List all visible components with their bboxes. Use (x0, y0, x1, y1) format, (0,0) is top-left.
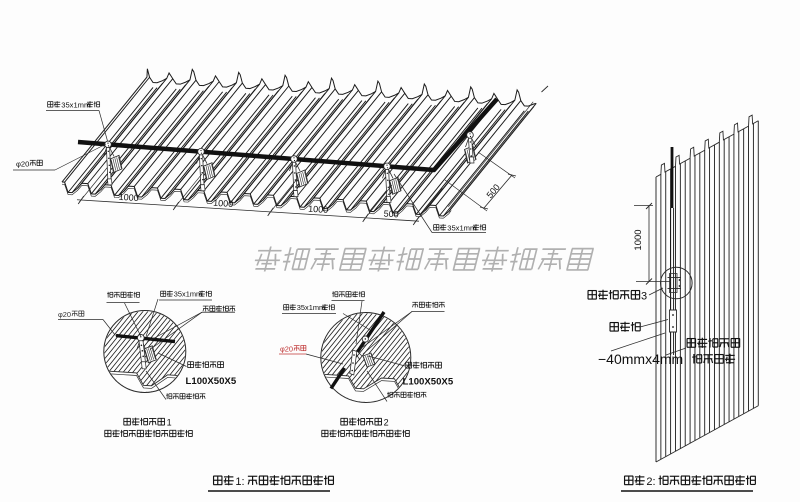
svg-text:1000: 1000 (308, 204, 329, 215)
svg-text:35x1mm: 35x1mm (61, 100, 90, 109)
svg-text:35x1mm: 35x1mm (174, 290, 202, 299)
svg-text:500: 500 (383, 208, 399, 219)
svg-text:L100X50X5: L100X50X5 (403, 377, 454, 388)
svg-text:−40mmx4mm: −40mmx4mm (598, 351, 683, 367)
svg-text:φ20: φ20 (280, 345, 293, 354)
svg-text:2:: 2: (646, 476, 655, 488)
svg-text:2: 2 (384, 417, 389, 427)
svg-text:3: 3 (641, 290, 647, 302)
svg-text:35x1mm: 35x1mm (297, 303, 325, 312)
svg-text:1000: 1000 (633, 229, 644, 250)
svg-text:1000: 1000 (118, 192, 139, 203)
svg-text:1: 1 (167, 417, 172, 427)
svg-text:φ20: φ20 (58, 310, 71, 319)
svg-text:35x1mm: 35x1mm (447, 223, 476, 232)
svg-text:L100X50X5: L100X50X5 (186, 376, 237, 387)
svg-text:1000: 1000 (213, 198, 234, 209)
svg-text:1:: 1: (235, 476, 244, 488)
svg-text:φ20: φ20 (16, 160, 29, 169)
